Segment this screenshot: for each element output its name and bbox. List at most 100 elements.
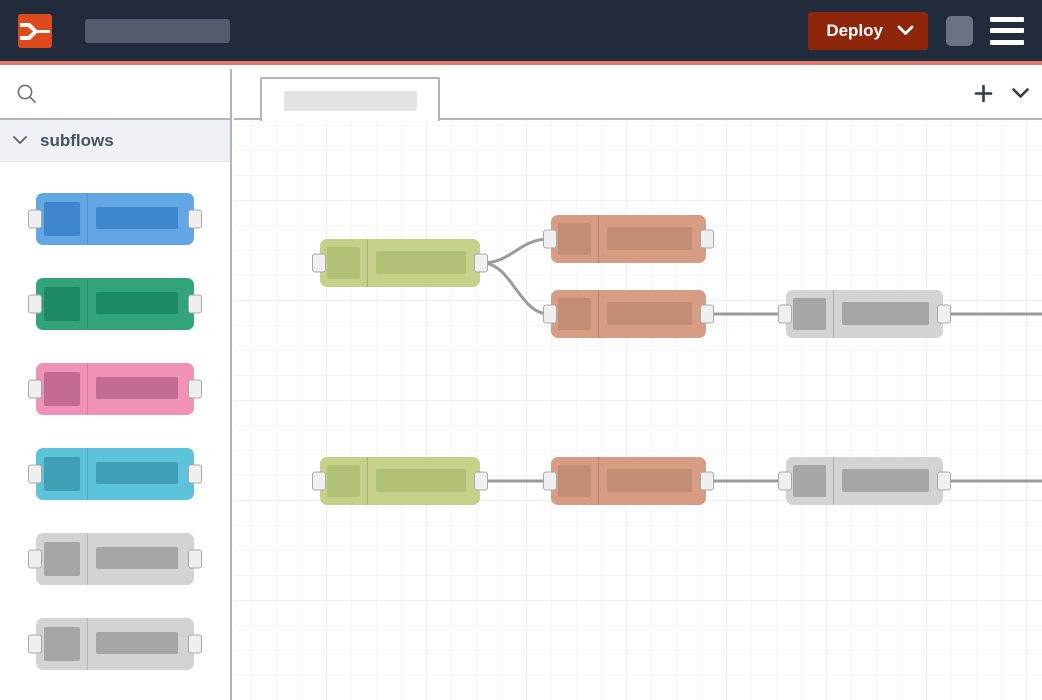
node-input-port[interactable] bbox=[312, 471, 326, 491]
node-output-port[interactable] bbox=[474, 471, 488, 491]
node-input-port[interactable] bbox=[778, 471, 792, 491]
node-divider bbox=[833, 290, 834, 338]
flow-node-green-1[interactable] bbox=[312, 239, 488, 287]
flow-canvas[interactable] bbox=[234, 121, 1042, 700]
node-output-port[interactable] bbox=[474, 253, 488, 273]
flow-node-salmon-1[interactable] bbox=[543, 215, 714, 263]
wire-green1-to-salmon1[interactable] bbox=[481, 237, 550, 265]
subflow-node-pink[interactable] bbox=[28, 362, 202, 415]
node-input-port[interactable] bbox=[312, 253, 326, 273]
node-input-port[interactable] bbox=[28, 379, 42, 398]
node-output-port[interactable] bbox=[188, 464, 202, 483]
node-icon bbox=[558, 223, 591, 255]
flow-tab-active[interactable] bbox=[260, 77, 440, 122]
node-output-port[interactable] bbox=[188, 379, 202, 398]
node-label bbox=[96, 461, 178, 484]
node-output-port[interactable] bbox=[700, 229, 714, 249]
palette-category-subflows[interactable]: subflows bbox=[0, 120, 230, 162]
tab-bar-actions bbox=[974, 69, 1030, 118]
node-icon bbox=[327, 465, 360, 497]
node-label bbox=[376, 251, 466, 274]
palette-item[interactable] bbox=[0, 516, 230, 601]
subflow-node-grey-1[interactable] bbox=[28, 532, 202, 585]
node-output-port[interactable] bbox=[700, 304, 714, 324]
search-icon[interactable] bbox=[16, 83, 37, 104]
flow-tab-bar bbox=[234, 69, 1042, 122]
node-input-port[interactable] bbox=[28, 634, 42, 653]
node-icon bbox=[44, 541, 80, 576]
chevron-down-icon bbox=[13, 136, 27, 144]
flow-node-salmon-2[interactable] bbox=[543, 290, 714, 338]
node-label bbox=[96, 206, 178, 229]
plus-icon[interactable] bbox=[974, 84, 993, 103]
user-avatar-icon[interactable] bbox=[946, 15, 973, 46]
node-icon bbox=[44, 626, 80, 661]
subflow-node-blue[interactable] bbox=[28, 192, 202, 245]
node-input-port[interactable] bbox=[28, 209, 42, 228]
node-icon bbox=[44, 456, 80, 491]
deploy-button[interactable]: Deploy bbox=[808, 11, 928, 50]
node-output-port[interactable] bbox=[937, 471, 951, 491]
node-input-port[interactable] bbox=[543, 229, 557, 249]
palette-search-row[interactable] bbox=[0, 69, 230, 120]
node-output-port[interactable] bbox=[188, 549, 202, 568]
node-input-port[interactable] bbox=[543, 304, 557, 324]
wire-green1-to-salmon2[interactable] bbox=[481, 261, 550, 316]
subflow-node-green[interactable] bbox=[28, 277, 202, 330]
node-label bbox=[96, 631, 178, 654]
node-red-logo-icon[interactable] bbox=[18, 13, 52, 48]
node-label bbox=[96, 546, 178, 569]
node-divider bbox=[87, 362, 88, 415]
node-label bbox=[607, 227, 692, 250]
node-icon bbox=[793, 298, 826, 330]
chevron-down-icon bbox=[897, 25, 914, 35]
deploy-button-label: Deploy bbox=[826, 20, 883, 40]
node-input-port[interactable] bbox=[543, 471, 557, 491]
palette-node-list bbox=[0, 162, 230, 686]
node-label bbox=[96, 291, 178, 314]
node-output-port[interactable] bbox=[700, 471, 714, 491]
hamburger-menu-icon[interactable] bbox=[990, 16, 1024, 45]
node-output-port[interactable] bbox=[937, 304, 951, 324]
node-icon bbox=[558, 465, 591, 497]
palette-item[interactable] bbox=[0, 176, 230, 261]
flow-node-green-2[interactable] bbox=[312, 457, 488, 505]
node-icon bbox=[44, 371, 80, 406]
node-icon bbox=[44, 286, 80, 321]
node-icon bbox=[793, 465, 826, 497]
node-divider bbox=[87, 447, 88, 500]
palette-item[interactable] bbox=[0, 346, 230, 431]
node-input-port[interactable] bbox=[28, 464, 42, 483]
node-output-port[interactable] bbox=[188, 634, 202, 653]
node-label bbox=[842, 469, 929, 492]
subflow-node-cyan[interactable] bbox=[28, 447, 202, 500]
node-divider bbox=[87, 532, 88, 585]
node-input-port[interactable] bbox=[778, 304, 792, 324]
node-divider bbox=[87, 192, 88, 245]
flow-node-grey-1[interactable] bbox=[778, 290, 951, 338]
flow-node-salmon-3[interactable] bbox=[543, 457, 714, 505]
node-output-port[interactable] bbox=[188, 209, 202, 228]
flow-node-grey-2[interactable] bbox=[778, 457, 951, 505]
node-divider bbox=[833, 457, 834, 505]
palette-sidebar: subflows bbox=[0, 69, 232, 700]
node-icon bbox=[44, 201, 80, 236]
subflow-node-grey-2[interactable] bbox=[28, 617, 202, 670]
node-divider bbox=[87, 617, 88, 670]
flow-title-placeholder bbox=[85, 18, 230, 43]
palette-item[interactable] bbox=[0, 431, 230, 516]
node-divider bbox=[367, 239, 368, 287]
menu-line-3 bbox=[990, 39, 1024, 45]
palette-item[interactable] bbox=[0, 601, 230, 686]
palette-item[interactable] bbox=[0, 261, 230, 346]
node-input-port[interactable] bbox=[28, 549, 42, 568]
node-output-port[interactable] bbox=[188, 294, 202, 313]
node-divider bbox=[598, 457, 599, 505]
node-icon bbox=[558, 298, 591, 330]
node-input-port[interactable] bbox=[28, 294, 42, 313]
node-label bbox=[96, 376, 178, 399]
chevron-down-icon[interactable] bbox=[1011, 87, 1030, 100]
node-divider bbox=[367, 457, 368, 505]
flow-wires-layer bbox=[481, 237, 1042, 483]
